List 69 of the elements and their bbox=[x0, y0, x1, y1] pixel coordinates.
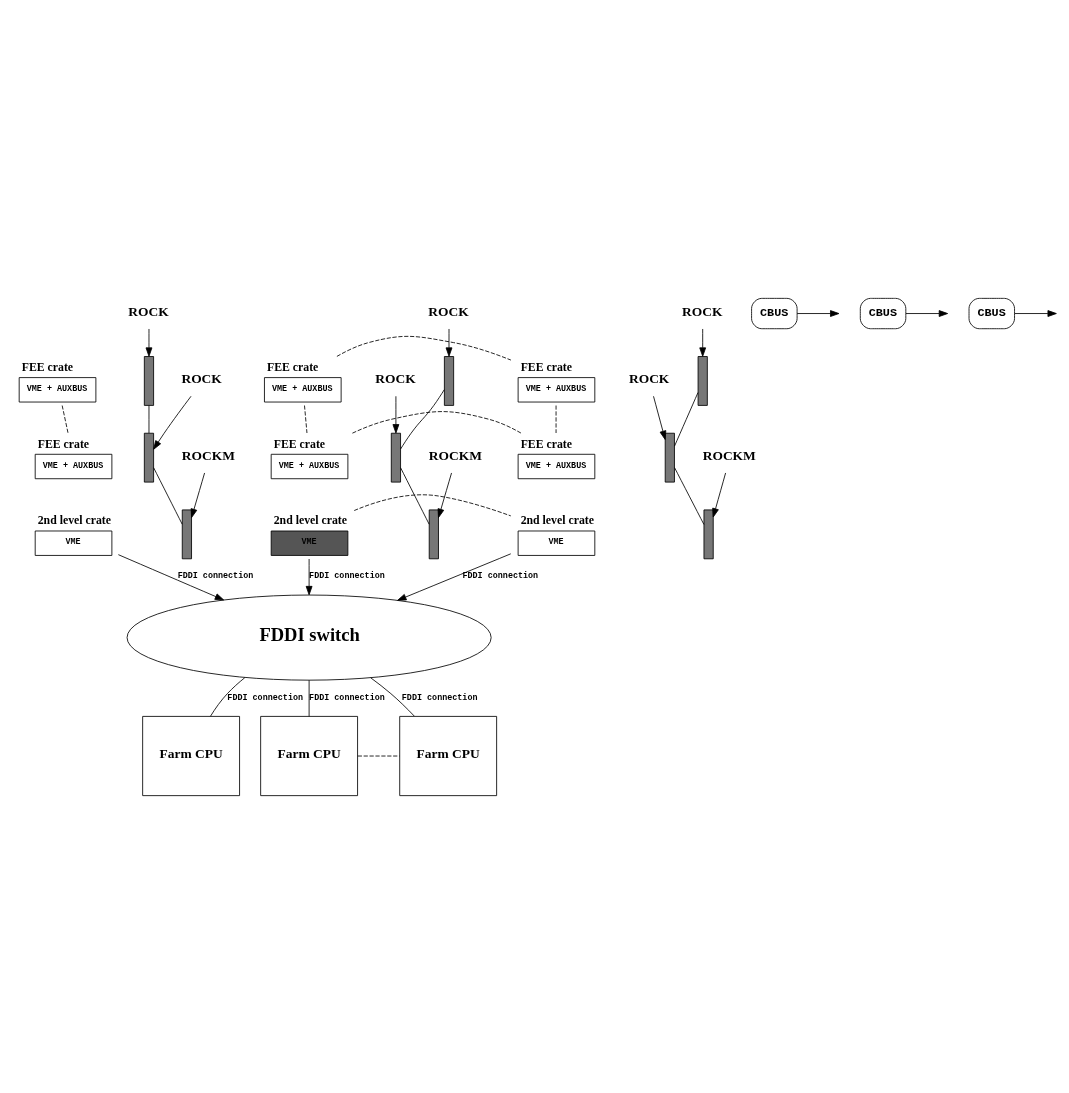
connector bbox=[148, 404, 150, 433]
arrow bbox=[712, 472, 727, 517]
arrow bbox=[699, 328, 707, 357]
node-text: ROCK bbox=[181, 370, 222, 386]
arrow bbox=[153, 395, 192, 450]
node-bar bbox=[181, 509, 192, 559]
arrow bbox=[796, 309, 840, 317]
node-bar bbox=[143, 432, 155, 483]
connector bbox=[308, 679, 310, 717]
node-bar bbox=[390, 432, 401, 483]
arrow bbox=[905, 309, 949, 317]
connector bbox=[210, 676, 246, 717]
connector bbox=[370, 676, 415, 716]
node-box: Farm CPU bbox=[142, 715, 240, 796]
node-bar bbox=[697, 355, 708, 406]
node-text: ROCK bbox=[628, 370, 670, 386]
arrow bbox=[190, 472, 205, 518]
node-bar bbox=[443, 355, 455, 406]
node-label: FEE crate bbox=[37, 436, 90, 451]
node-box: Farm CPU bbox=[399, 715, 498, 796]
connector bbox=[400, 466, 430, 525]
node-text: ROCKM bbox=[428, 447, 482, 463]
arrow bbox=[145, 328, 153, 357]
arrow bbox=[397, 552, 512, 601]
node-box: Farm CPU bbox=[260, 715, 358, 796]
connector bbox=[674, 466, 705, 525]
node-label: FEE crate bbox=[273, 436, 326, 451]
connector bbox=[61, 404, 69, 433]
node-bar bbox=[664, 432, 675, 483]
connector bbox=[353, 493, 512, 516]
node-label: FEE crate bbox=[266, 359, 319, 374]
connector bbox=[153, 466, 183, 525]
node-text: ROCK bbox=[682, 303, 723, 319]
arrow bbox=[305, 558, 313, 595]
node-bar bbox=[143, 355, 155, 406]
node-label: 2nd level crate bbox=[273, 512, 348, 527]
node-text: ROCK bbox=[128, 303, 169, 319]
edge-label: FDDI connection bbox=[462, 570, 539, 581]
arrow bbox=[445, 328, 453, 357]
node-label: 2nd level crate bbox=[520, 512, 594, 527]
node-text: ROCKM bbox=[702, 447, 756, 463]
node-box: CBUS bbox=[968, 297, 1015, 329]
arrow bbox=[437, 472, 452, 518]
node-bar bbox=[428, 509, 439, 559]
arrow bbox=[653, 395, 667, 440]
connector bbox=[674, 391, 699, 446]
arrow bbox=[117, 553, 225, 600]
connector bbox=[400, 388, 445, 449]
node-label: 2nd level crate bbox=[37, 512, 112, 527]
arrow bbox=[1014, 309, 1057, 317]
edge-label: FDDI connection bbox=[309, 692, 385, 703]
node-box: CBUS bbox=[751, 297, 798, 329]
node-text: ROCKM bbox=[181, 447, 235, 463]
edge-label: FDDI connection bbox=[177, 570, 254, 581]
edge-label: FDDI connection bbox=[401, 692, 478, 703]
connector bbox=[352, 410, 522, 434]
edge-label: FDDI connection bbox=[227, 692, 304, 703]
node-label: FEE crate bbox=[520, 436, 573, 451]
node-box: CBUS bbox=[859, 297, 907, 329]
node-label: FEE crate bbox=[520, 359, 573, 374]
node-bar bbox=[703, 509, 714, 559]
edge-label: FDDI connection bbox=[309, 570, 385, 581]
node-label: FEE crate bbox=[21, 359, 74, 374]
node-text: ROCK bbox=[428, 303, 469, 319]
connector bbox=[336, 335, 512, 360]
node-text: ROCK bbox=[375, 370, 416, 386]
connector bbox=[357, 755, 400, 756]
arrow bbox=[392, 395, 400, 433]
connector bbox=[304, 404, 308, 433]
